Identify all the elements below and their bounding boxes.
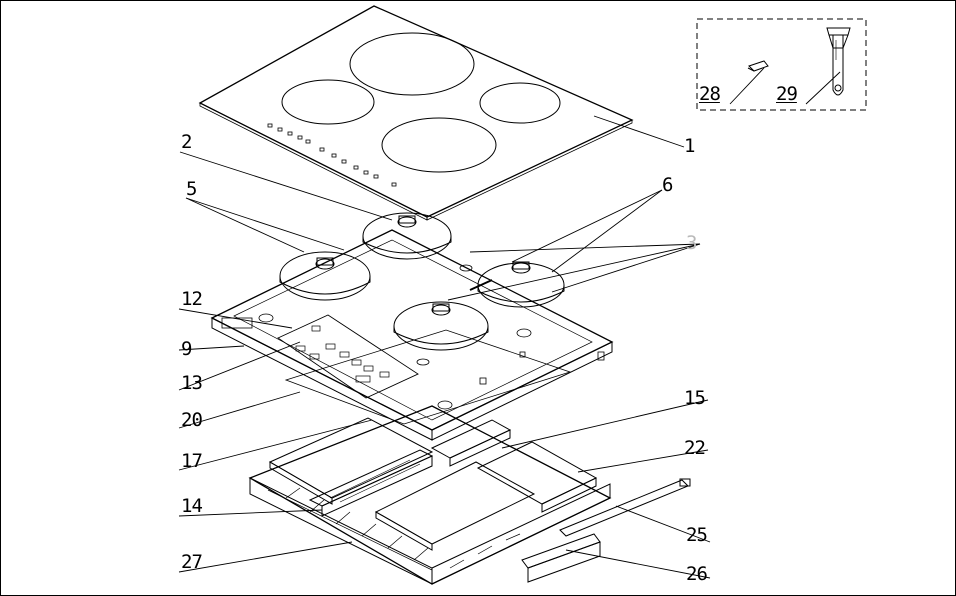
part-label-29: 29 xyxy=(776,83,798,105)
part-label-5: 5 xyxy=(186,178,197,200)
power-board-center xyxy=(374,461,536,551)
base-frame xyxy=(210,229,614,441)
coil-rear xyxy=(362,212,452,260)
shield-plate xyxy=(284,329,572,425)
part-label-28: 28 xyxy=(699,83,721,105)
side-bracket xyxy=(521,533,601,583)
heatsink-module xyxy=(308,449,434,517)
frame-holes xyxy=(258,264,605,410)
part-label-20: 20 xyxy=(181,409,203,431)
accessory-box xyxy=(696,18,867,111)
part-label-2: 2 xyxy=(181,131,192,153)
coil-front-center xyxy=(393,301,489,351)
housing-ribs xyxy=(267,487,521,571)
part-label-25: 25 xyxy=(686,524,708,546)
part-label-17: 17 xyxy=(181,450,203,472)
part-label-3: 3 xyxy=(686,232,697,254)
glass-top-plate xyxy=(198,5,634,221)
part-label-22: 22 xyxy=(684,437,706,459)
coil-front-left xyxy=(279,251,371,301)
leader-lines xyxy=(178,67,841,579)
bottom-housing xyxy=(248,405,612,585)
part-label-27: 27 xyxy=(181,551,203,573)
part-label-6: 6 xyxy=(662,174,673,196)
power-board-right xyxy=(476,441,598,513)
part-label-15: 15 xyxy=(684,387,706,409)
part-label-14: 14 xyxy=(181,495,203,517)
scraper-part-29 xyxy=(826,27,851,96)
clip-part-28 xyxy=(747,60,769,72)
touch-control-markers xyxy=(267,123,397,187)
coil-right xyxy=(477,261,565,308)
cable-rod xyxy=(559,478,691,537)
part-label-12: 12 xyxy=(181,288,203,310)
part-label-1: 1 xyxy=(684,135,695,157)
part-label-9: 9 xyxy=(181,338,192,360)
control-board xyxy=(221,314,419,399)
part-label-26: 26 xyxy=(686,563,708,585)
part-label-13: 13 xyxy=(181,372,203,394)
power-board-left xyxy=(268,417,434,505)
connector-bar xyxy=(430,419,512,467)
